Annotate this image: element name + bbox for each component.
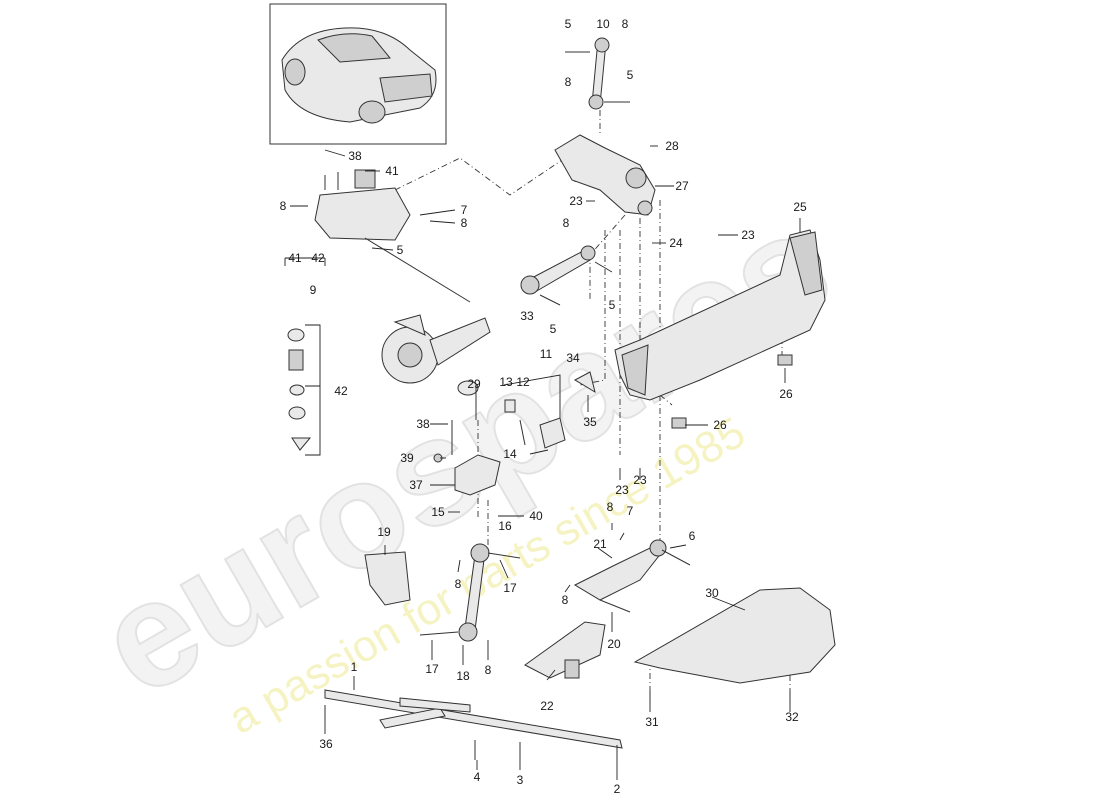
callout-label: 8	[607, 500, 614, 514]
callout-label: 42	[334, 384, 348, 398]
callout-label: 29	[467, 377, 481, 391]
callout-label: 5	[397, 243, 404, 257]
parts	[287, 37, 836, 760]
callout-label: 38	[348, 149, 362, 163]
callout-labels: 5 10 8 8 5 38 28 41 27 8 7 8 23 5 8 24 2…	[280, 17, 807, 796]
callout-label: 40	[529, 509, 543, 523]
callout-label: 8	[461, 216, 468, 230]
callout-label: 38	[416, 417, 430, 431]
callout-label: 26	[713, 418, 727, 432]
callout-label: 3	[517, 773, 524, 787]
callout-label: 23	[741, 228, 755, 242]
callout-label: 17	[425, 662, 439, 676]
callout-label: 1	[351, 660, 358, 674]
callout-label: 11	[540, 347, 553, 361]
callout-label: 6	[689, 529, 696, 543]
callout-label: 41	[385, 164, 399, 178]
callout-label: 9	[310, 283, 317, 297]
callout-label: 33	[520, 309, 534, 323]
callout-label: 5	[565, 17, 572, 31]
callout-label: 31	[645, 715, 659, 729]
callout-label: 8	[562, 593, 569, 607]
callout-label: 15	[431, 505, 445, 519]
leader-lines	[284, 145, 801, 780]
callout-label: 41	[288, 251, 302, 265]
callout-label: 10	[596, 17, 610, 31]
callout-label: 7	[627, 504, 634, 518]
callout-label: 42	[311, 251, 325, 265]
callout-label: 7	[461, 203, 468, 217]
callout-label: 20	[607, 637, 621, 651]
callout-label: 2	[614, 782, 621, 796]
callout-label: 27	[675, 179, 689, 193]
callout-label: 28	[665, 139, 679, 153]
callout-label: 23	[569, 194, 583, 208]
callout-label: 37	[409, 478, 423, 492]
callout-label: 18	[456, 669, 470, 683]
callout-label: 30	[705, 586, 719, 600]
callout-label: 5	[627, 68, 634, 82]
callout-label: 39	[400, 451, 414, 465]
callout-label: 22	[540, 699, 554, 713]
callout-label: 35	[583, 415, 597, 429]
callout-label: 5	[550, 322, 557, 336]
callout-label: 26	[779, 387, 793, 401]
callout-label: 17	[503, 581, 517, 595]
callout-label: 25	[793, 200, 807, 214]
callout-label: 4	[474, 770, 481, 784]
callout-label: 24	[669, 236, 683, 250]
callout-label: 32	[785, 710, 799, 724]
callout-label: 23	[633, 473, 647, 487]
callout-label: 8	[455, 577, 462, 591]
callout-label: 8	[485, 663, 492, 677]
callout-label: 23	[615, 483, 629, 497]
callout-label: 5	[609, 298, 616, 312]
callout-label: 12	[516, 375, 530, 389]
callout-label: 8	[622, 17, 629, 31]
callout-label: 14	[503, 447, 517, 461]
callout-label: 13	[499, 375, 513, 389]
callout-label: 8	[280, 199, 287, 213]
callout-label: 36	[319, 737, 333, 751]
car-thumbnail	[269, 3, 447, 145]
callout-label: 21	[593, 537, 607, 551]
callout-label: 8	[563, 216, 570, 230]
callout-label: 8	[565, 75, 572, 89]
callout-label: 34	[566, 351, 580, 365]
callout-label: 16	[498, 519, 512, 533]
callout-label: 19	[377, 525, 391, 539]
